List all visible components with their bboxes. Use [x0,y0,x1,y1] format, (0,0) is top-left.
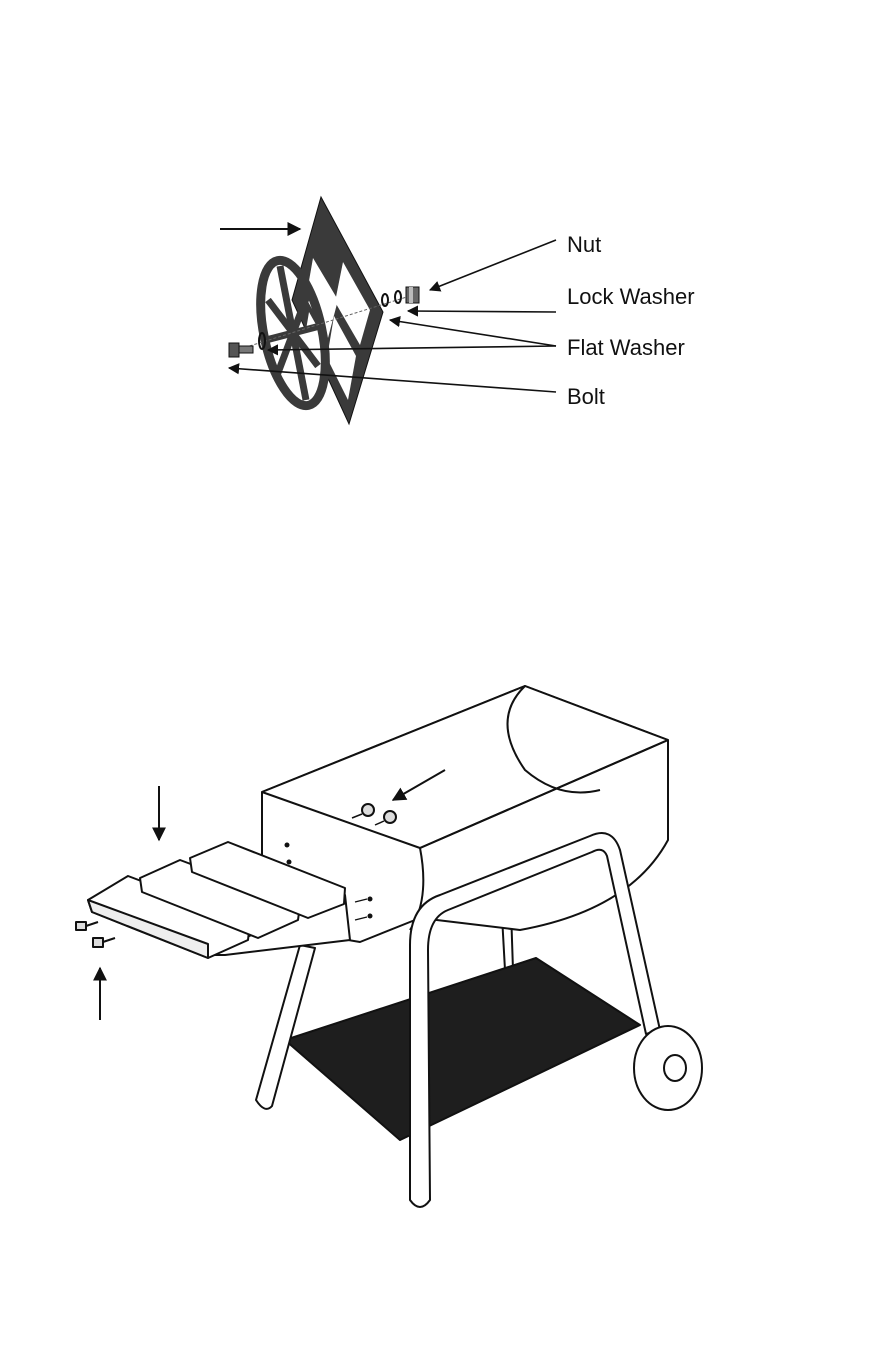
wheel-assembly-diagram [0,0,881,460]
nut-pointer-arrow [430,240,556,290]
shelf-bolts [76,922,115,947]
cart-wheel [634,1026,702,1110]
lock-washer-pointer-arrow [408,311,556,312]
grill-left-leg [256,945,315,1109]
flat-washer-label: Flat Washer [567,335,685,361]
nut-part [406,287,419,303]
lock-washer-part [395,291,401,303]
grill-assembly-diagram [0,660,881,1220]
bolt-label: Bolt [567,384,605,410]
nut-label: Nut [567,232,601,258]
lock-washer-label: Lock Washer [567,284,695,310]
bottom-shelf [285,958,640,1140]
flat-washer-pointer-arrow-right [390,320,556,346]
bolt-part [229,343,253,357]
